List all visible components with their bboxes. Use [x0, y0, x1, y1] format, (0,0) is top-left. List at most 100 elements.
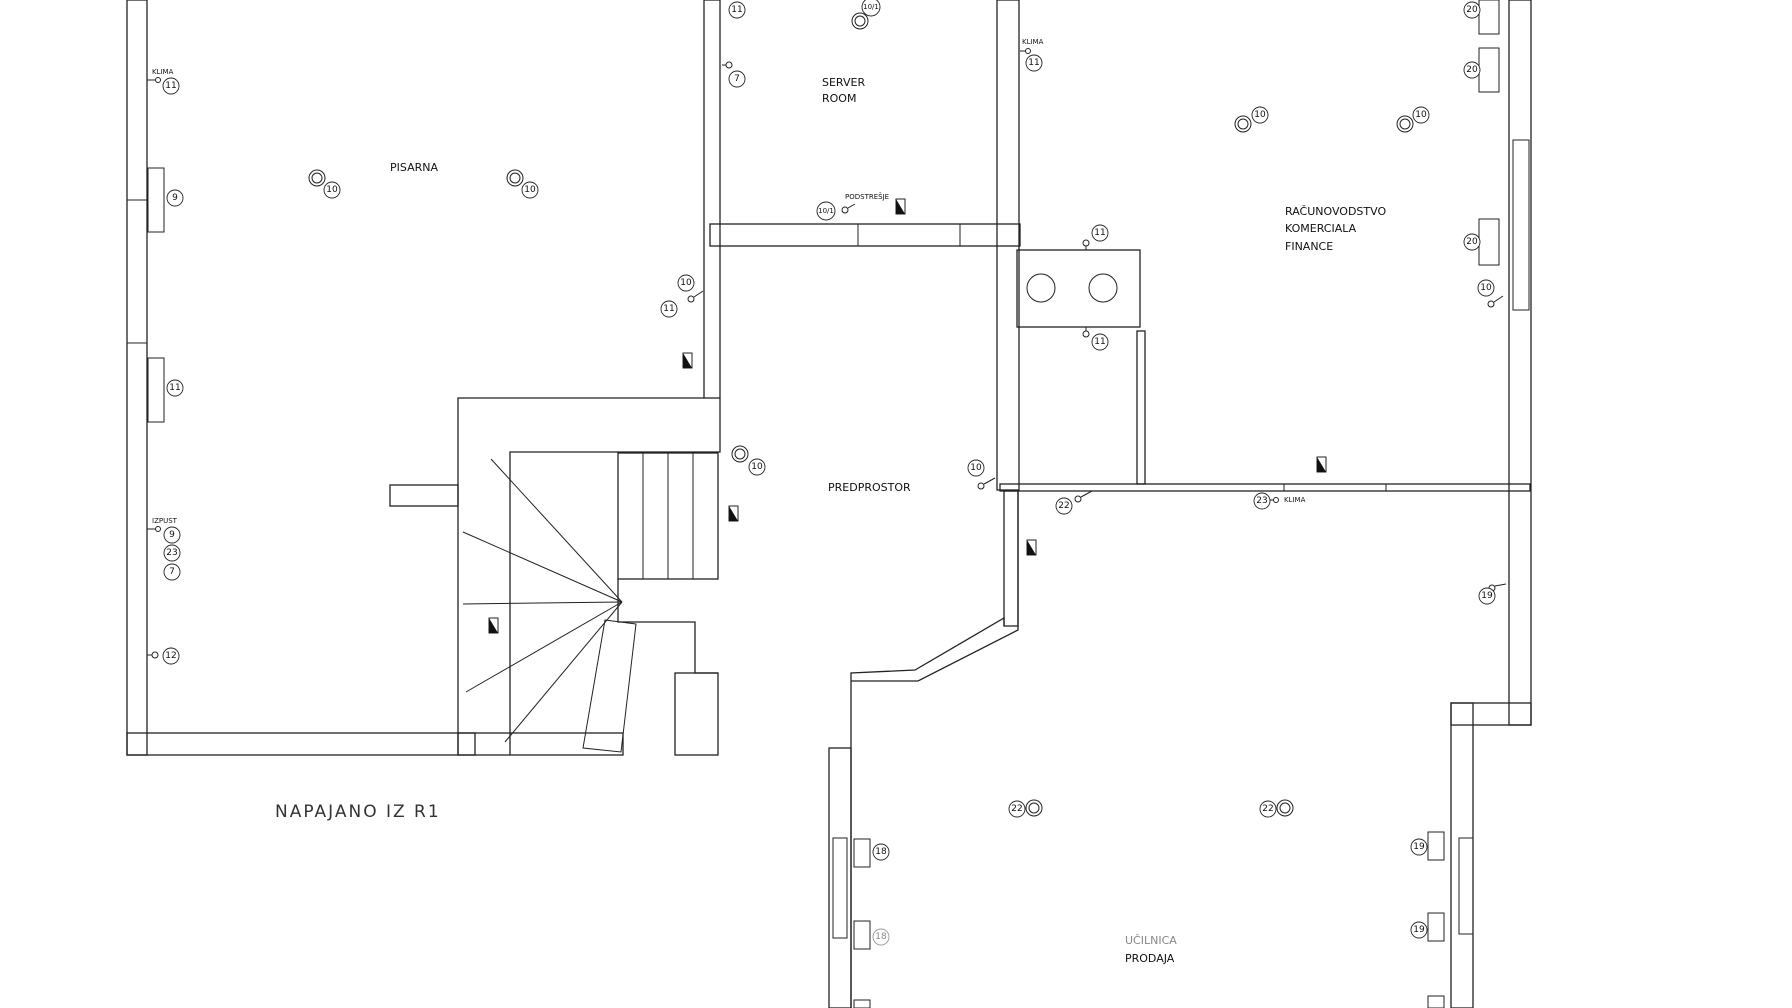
ceiling-light-icon [731, 445, 749, 463]
fixtures [147, 0, 1507, 1008]
circuit-marker: 12 [162, 647, 180, 665]
circuit-marker: 20 [1463, 1, 1481, 19]
window-class-left [832, 837, 848, 939]
wall-class-corner [1450, 702, 1532, 726]
svg-text:10: 10 [680, 278, 692, 288]
ceiling-light-icon [851, 12, 869, 30]
room-labels: PISARNA SERVER ROOM PREDPROSTOR RAČUNOVO… [275, 76, 1386, 965]
svg-text:10/1: 10/1 [863, 3, 879, 11]
circuit-marker: 10/1 [861, 0, 881, 17]
ceiling-light-icon [1276, 799, 1294, 817]
room-label-prodaja: PRODAJA [1125, 952, 1175, 965]
svg-text:11: 11 [731, 5, 742, 15]
room-label-pisarna: PISARNA [390, 161, 438, 174]
wall-server-bottom [709, 223, 1021, 247]
chimney-flue-2 [1088, 273, 1118, 303]
distribution-board-icon [682, 352, 693, 369]
room-label-racunovodstvo-3: FINANCE [1285, 240, 1333, 253]
wall-bottom-hall [674, 672, 719, 756]
svg-text:22: 22 [1262, 804, 1273, 814]
svg-text:23: 23 [1256, 496, 1267, 506]
ceiling-light-icon [1025, 799, 1043, 817]
wall-hall-class [1003, 490, 1019, 627]
wall-office-server [703, 0, 721, 399]
svg-text:11: 11 [663, 304, 674, 314]
annotation-klima-pisarna: KLIMA [152, 68, 174, 76]
circuit-marker: 9 [166, 189, 184, 207]
circuit-marker: 11 [660, 300, 678, 318]
svg-text:9: 9 [172, 193, 178, 203]
switch-icon [687, 290, 704, 303]
circuit-marker: 10 [521, 181, 539, 199]
socket-strip-icon [147, 357, 165, 423]
circuit-marker: 11 [728, 1, 746, 19]
ceiling-light-icon [1396, 115, 1414, 133]
svg-text:20: 20 [1466, 237, 1478, 247]
socket-strip-icon [853, 999, 871, 1008]
svg-text:22: 22 [1011, 804, 1022, 814]
svg-text:10: 10 [970, 463, 982, 473]
socket-strip-icon [1478, 47, 1500, 93]
svg-text:10: 10 [751, 462, 763, 472]
svg-text:19: 19 [1413, 925, 1425, 935]
svg-text:11: 11 [1094, 337, 1105, 347]
circuit-marker: 7 [728, 70, 746, 88]
circuit-marker: 11 [1025, 54, 1043, 72]
wall-office-stair [457, 397, 704, 755]
svg-text:10: 10 [326, 185, 338, 195]
wall-class-right [1450, 702, 1474, 1008]
wall-stub [389, 484, 459, 507]
annotation-klima-racunovodstvo: KLIMA [1022, 38, 1044, 46]
annotation-klima-hall: KLIMA [1284, 496, 1306, 504]
circuit-marker: 19 [1410, 921, 1428, 939]
ceiling-light-icon [308, 169, 326, 187]
ceiling-light-icon [1234, 115, 1252, 133]
socket-strip-icon [1478, 218, 1500, 266]
switch-icon [977, 477, 996, 490]
distribution-board-icon [895, 198, 906, 215]
svg-text:10: 10 [1480, 283, 1492, 293]
socket-strip-icon [1427, 912, 1445, 942]
wall-left-outer [126, 0, 148, 756]
socket-strip-icon [1478, 0, 1500, 35]
svg-text:18: 18 [875, 932, 887, 942]
svg-text:9: 9 [169, 530, 175, 540]
svg-text:19: 19 [1413, 842, 1425, 852]
socket-strip-icon [147, 167, 165, 233]
distribution-board-icon [1026, 539, 1037, 556]
door-server [857, 223, 961, 247]
annotations: KLIMA KLIMA KLIMA IZPUST PODSTREŠJE [152, 38, 1306, 525]
socket-strip-icon [853, 838, 871, 868]
distribution-board-icon [1316, 456, 1327, 473]
circuit-marker: 23 [1253, 492, 1271, 510]
svg-text:22: 22 [1058, 501, 1069, 511]
window-left [126, 199, 148, 344]
circuit-marker: 11 [162, 77, 180, 95]
circuit-marker: 20 [1463, 233, 1481, 251]
circuit-markers: 11 9 11 9 23 7 12 10 10 10 11 11 10/1 7 … [162, 0, 1496, 946]
room-label-server-1: SERVER [822, 76, 865, 89]
circuit-marker: 11 [1091, 333, 1109, 351]
circuit-marker: 18 [872, 843, 890, 861]
chimney-flue-1 [1026, 273, 1056, 303]
wall-bottom-stairs [457, 732, 624, 756]
distribution-board-icon [728, 505, 739, 522]
svg-text:10: 10 [1254, 110, 1266, 120]
switch-icon [1074, 490, 1093, 503]
socket-strip-icon [1427, 995, 1445, 1008]
chimney-box [1016, 249, 1141, 328]
svg-text:7: 7 [169, 567, 175, 577]
room-label-predprostor: PREDPROSTOR [828, 481, 911, 494]
svg-text:10: 10 [1415, 110, 1427, 120]
room-label-ucilnica: UČILNICA [1125, 934, 1177, 947]
switch-icon [1487, 295, 1504, 308]
svg-text:12: 12 [165, 651, 176, 661]
circuit-marker: 20 [1463, 61, 1481, 79]
switch-icon [1082, 239, 1090, 250]
svg-text:18: 18 [875, 847, 887, 857]
svg-text:11: 11 [1094, 228, 1105, 238]
svg-text:23: 23 [166, 548, 177, 558]
switch-icon [147, 651, 159, 659]
circuit-marker: 22 [1008, 800, 1026, 818]
supply-note: NAPAJANO IZ R1 [275, 802, 441, 822]
